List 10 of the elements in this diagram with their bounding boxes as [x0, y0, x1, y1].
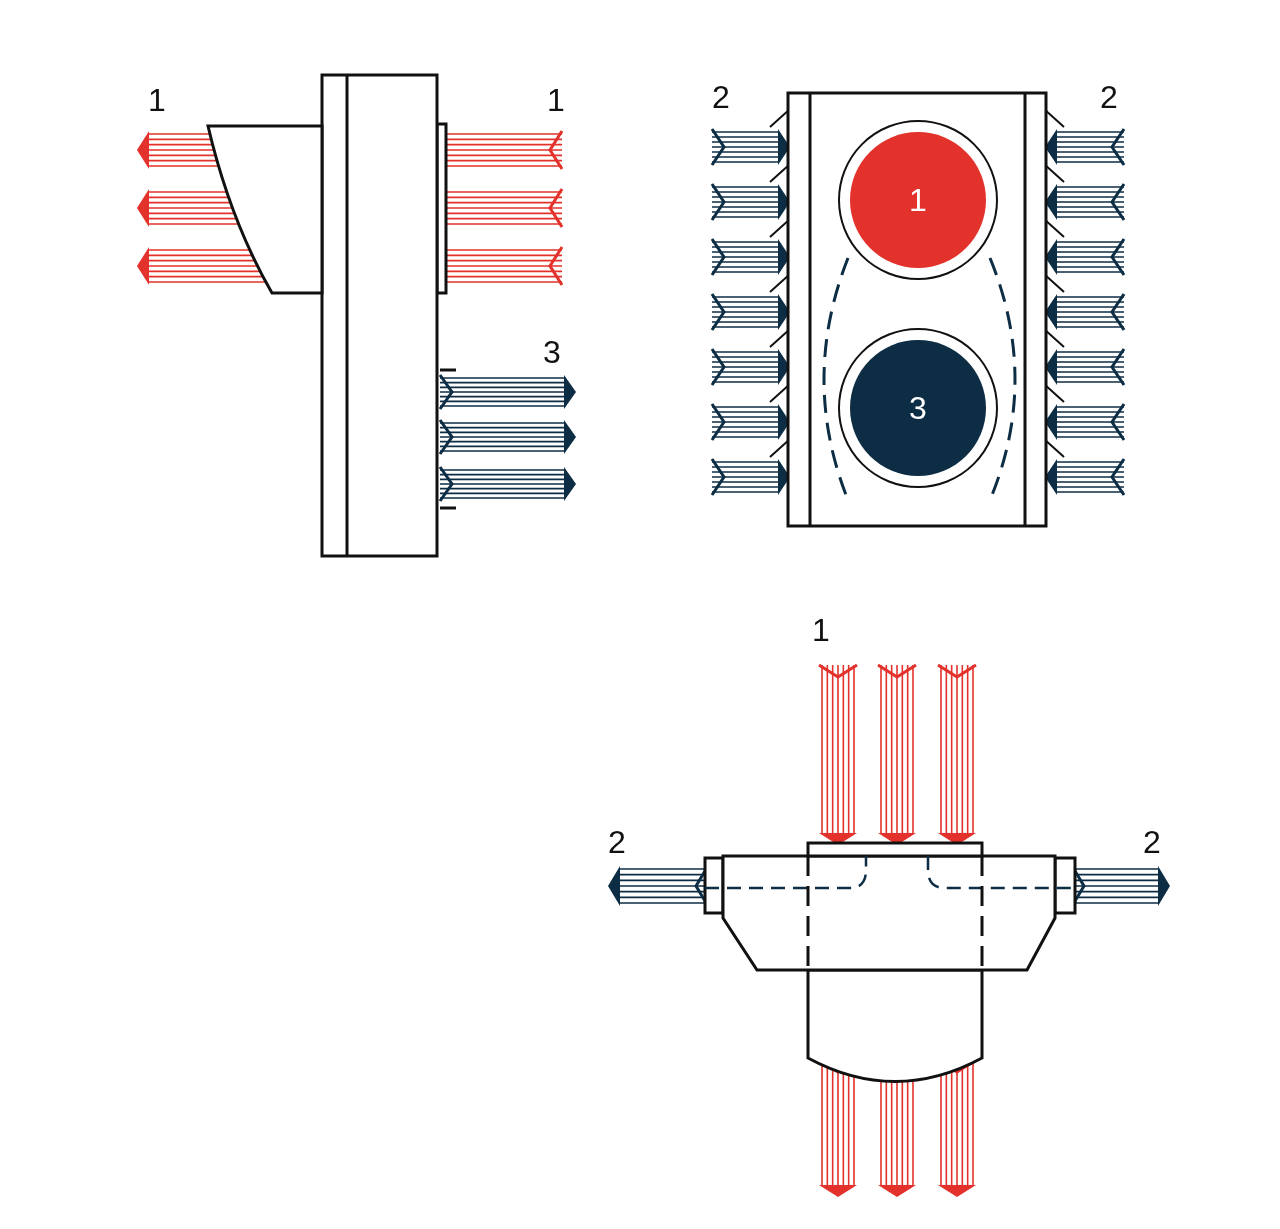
callout-number: 2: [712, 81, 730, 113]
circle-number: 1: [909, 184, 927, 216]
callout-number: 3: [543, 336, 561, 368]
callout-number: 1: [812, 614, 830, 646]
callout-number: 1: [547, 84, 565, 116]
callout-number: 1: [148, 84, 166, 116]
callout-number: 2: [1143, 826, 1161, 858]
circle-number: 3: [909, 392, 927, 424]
callout-number: 2: [1100, 81, 1118, 113]
callout-number: 2: [608, 826, 626, 858]
